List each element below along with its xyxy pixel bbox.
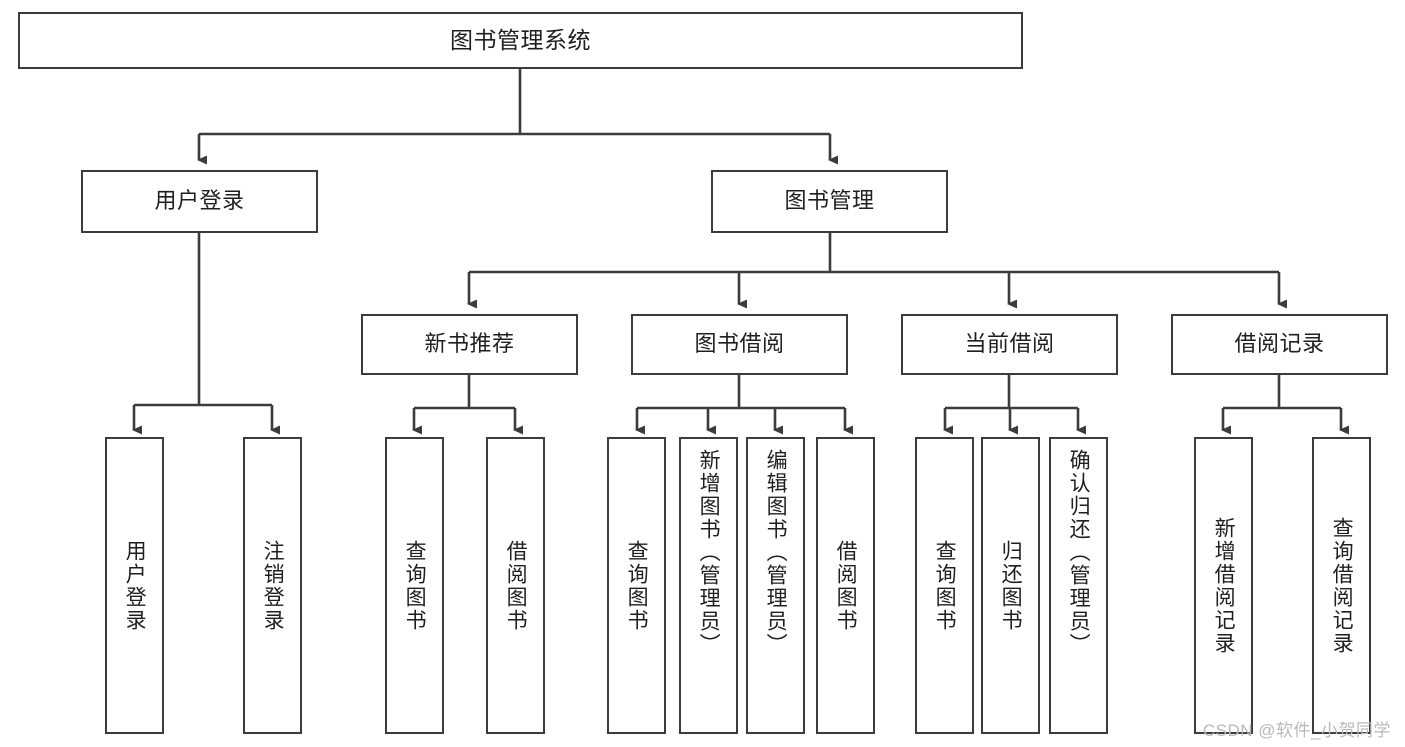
node-label: 查询图书 — [403, 539, 427, 632]
node-label: 查询借阅记录 — [1330, 516, 1354, 655]
node-label: 借阅图书 — [834, 539, 858, 632]
node-label: 借阅图书 — [504, 539, 528, 632]
leaf-borrow-record-add-record[interactable]: 新增借阅记录 — [1194, 437, 1253, 734]
node-new-book-recommend[interactable]: 新书推荐 — [361, 314, 578, 375]
node-borrow-record[interactable]: 借阅记录 — [1171, 314, 1388, 375]
node-label: 新增图书（管理员） — [697, 449, 721, 656]
node-label: 确认归还（管理员） — [1067, 449, 1091, 656]
node-label: 图书管理系统 — [450, 27, 591, 54]
node-current-borrow[interactable]: 当前借阅 — [901, 314, 1118, 375]
leaf-current-borrow-return-book[interactable]: 归还图书 — [981, 437, 1040, 734]
node-book-borrow[interactable]: 图书借阅 — [631, 314, 848, 375]
node-book-management[interactable]: 图书管理 — [711, 170, 948, 233]
node-label: 图书借阅 — [694, 331, 785, 357]
node-label: 借阅记录 — [1234, 331, 1325, 357]
leaf-current-borrow-query-book[interactable]: 查询图书 — [915, 437, 974, 734]
leaf-user-login-logout[interactable]: 注销登录 — [243, 437, 302, 734]
leaf-borrow-record-query-record[interactable]: 查询借阅记录 — [1312, 437, 1371, 734]
node-label: 新书推荐 — [424, 331, 515, 357]
node-user-login[interactable]: 用户登录 — [81, 170, 318, 233]
node-label: 查询图书 — [625, 539, 649, 632]
leaf-current-borrow-confirm-return-admin[interactable]: 确认归还（管理员） — [1049, 437, 1108, 734]
leaf-user-login-login[interactable]: 用户登录 — [105, 437, 164, 734]
leaf-new-book-borrow-book[interactable]: 借阅图书 — [486, 437, 545, 734]
node-label: 查询图书 — [933, 539, 957, 632]
node-label: 新增借阅记录 — [1212, 516, 1236, 655]
node-label: 编辑图书（管理员） — [764, 449, 788, 656]
node-root-book-management-system[interactable]: 图书管理系统 — [18, 12, 1023, 69]
leaf-book-borrow-borrow-book[interactable]: 借阅图书 — [816, 437, 875, 734]
node-label: 注销登录 — [261, 539, 285, 632]
node-label: 归还图书 — [999, 539, 1023, 632]
leaf-book-borrow-edit-book-admin[interactable]: 编辑图书（管理员） — [746, 437, 805, 734]
leaf-book-borrow-add-book-admin[interactable]: 新增图书（管理员） — [679, 437, 738, 734]
leaf-new-book-query-book[interactable]: 查询图书 — [385, 437, 444, 734]
node-label: 用户登录 — [123, 539, 147, 632]
node-label: 图书管理 — [784, 188, 875, 214]
leaf-book-borrow-query-book[interactable]: 查询图书 — [607, 437, 666, 734]
node-label: 用户登录 — [154, 188, 245, 214]
node-label: 当前借阅 — [964, 331, 1055, 357]
